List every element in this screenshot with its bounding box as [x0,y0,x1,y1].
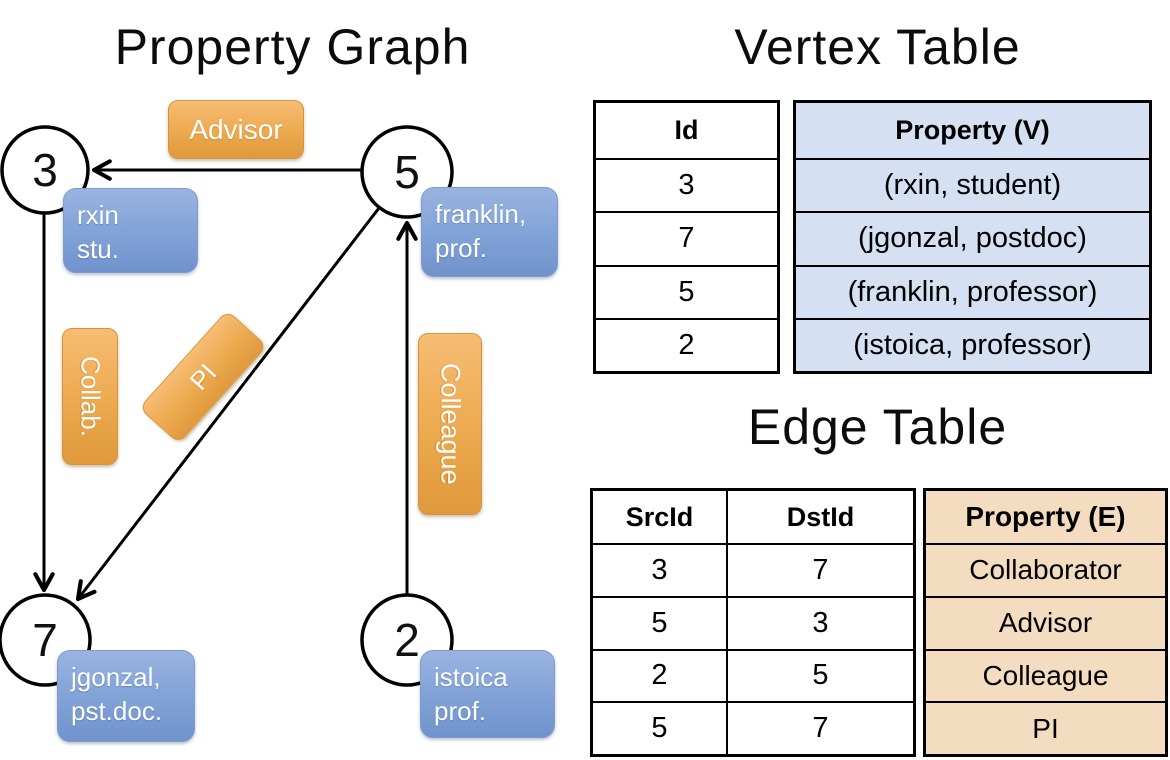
vertex-id-2: 2 [394,614,420,666]
vertex-table-property-column: Property (V) (rxin, student) (jgonzal, p… [793,100,1152,374]
edge-srcid-header: SrcId [625,501,694,532]
vertex-id-header: Id [674,115,699,145]
vertex-property-cell: (rxin, student) [796,158,1149,212]
graph-title: Property Graph [114,19,471,75]
edge-5-to-7 [75,207,381,602]
vertex-property-label-3: rxin stu. [63,188,198,273]
edge-srcid-cell: 2 [593,648,726,702]
edge-dstid-cell: 3 [726,595,913,649]
edge-srcid-cell: 3 [593,543,726,596]
vertex-property-name: jgonzal, [71,662,161,692]
edge-property-cell: Colleague [926,648,1165,702]
edge-table-title: Edge Table [747,399,1008,455]
edge-table-row: 5 7 [593,701,913,754]
edge-label-colleague: Colleague [418,333,482,515]
edge-table-row: 3 7 [593,543,913,596]
edge-srcid-cell: 5 [593,595,726,649]
vertex-id-3: 3 [32,144,58,196]
edge-dstid-cell: 7 [726,543,913,596]
edge-dstid-cell: 7 [726,701,913,754]
vertex-property-cell: (istoica, professor) [796,317,1149,371]
graph-pane: Property Graph 3 5 7 2 Advisor Collab. P… [0,19,558,742]
edge-table-header-row: SrcId DstId [593,491,913,543]
graph-edges-canvas [0,125,454,687]
edge-table-property-column: Property (E) Collaborator Advisor Collea… [923,488,1168,757]
vertex-table-id-column: Id 3 7 5 2 [593,100,780,374]
vertex-property-role: prof. [435,233,488,264]
edge-table-id-columns: SrcId DstId 3 7 5 3 2 5 5 7 [590,488,916,757]
edge-label-advisor: Advisor [168,100,304,159]
vertex-table-title: Vertex Table [734,19,1021,75]
vertex-id-7: 7 [32,614,58,666]
vertex-property-role: prof. [434,696,487,727]
vertex-id-cell: 7 [596,211,777,264]
edge-srcid-cell: 5 [593,701,726,754]
edge-dstid-cell: 5 [726,648,913,702]
vertex-id-5: 5 [394,146,420,198]
vertex-id-cell: 3 [596,158,777,211]
vertex-property-name: rxin [77,200,119,230]
vertex-property-label-5: franklin, prof. [421,187,558,277]
vertex-property-cell: (jgonzal, postdoc) [796,211,1149,265]
vertex-id-cell: 5 [596,264,777,318]
edge-label-collab: Collab. [62,328,118,465]
table-pane: Vertex Table Id 3 7 5 2 Property (V) (rx… [585,0,1170,760]
vertex-property-role: stu. [77,234,119,265]
vertex-id-cell: 2 [596,317,777,371]
vertex-property-label-2: istoica prof. [420,650,555,738]
vertex-property-name: franklin, [435,199,527,229]
edge-property-cell: Advisor [926,595,1165,649]
vertex-property-cell: (franklin, professor) [796,264,1149,318]
vertex-property-name: istoica [434,662,508,692]
edge-table-row: 2 5 [593,648,913,702]
edge-property-header: Property (E) [926,491,1165,543]
edge-dstid-header: DstId [726,491,913,543]
edge-table-row: 5 3 [593,595,913,649]
vertex-property-role: pst.doc. [71,696,163,727]
edge-property-cell: Collaborator [926,543,1165,596]
edge-property-cell: PI [926,701,1165,754]
vertex-property-label-7: jgonzal, pst.doc. [57,650,195,742]
vertex-property-header: Property (V) [796,103,1149,158]
